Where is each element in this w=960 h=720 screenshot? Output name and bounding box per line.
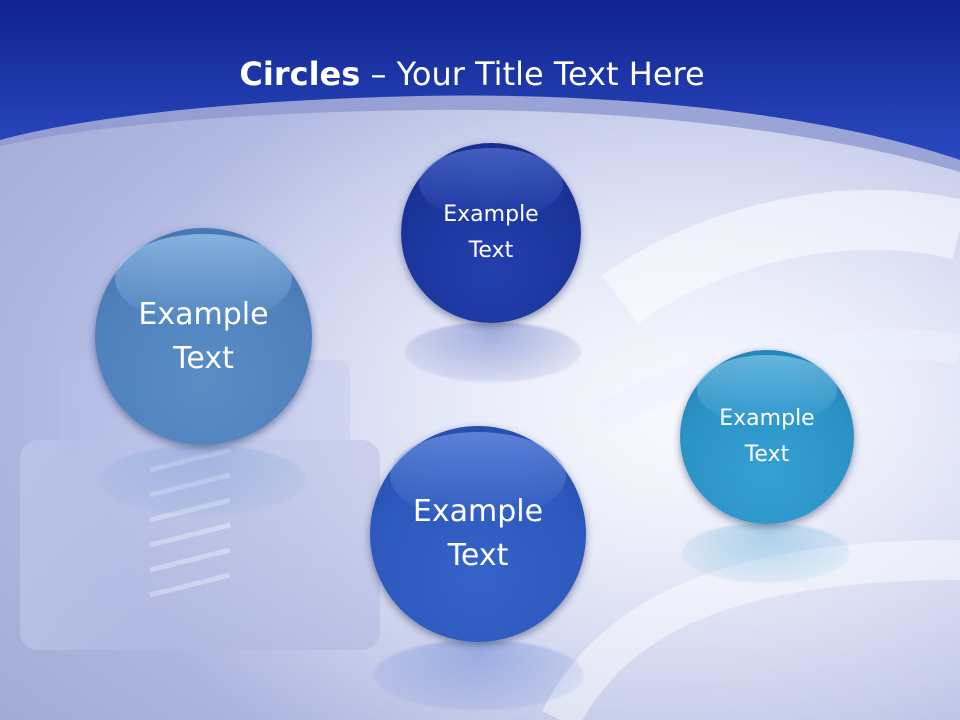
circle-label: Example Text xyxy=(719,406,815,467)
title-rest: – Your Title Text Here xyxy=(360,55,705,93)
circle-label: Example Text xyxy=(412,494,544,573)
circle-reflection xyxy=(405,322,581,382)
circle-reflection xyxy=(100,445,306,515)
circle-reflection xyxy=(374,640,584,710)
title-bold: Circles xyxy=(239,55,361,93)
circle-top[interactable]: Example Text xyxy=(401,143,581,323)
slide-title: Circles – Your Title Text Here xyxy=(0,52,944,96)
circle-bottom[interactable]: Example Text xyxy=(370,426,586,642)
circle-reflection xyxy=(682,523,850,583)
circle-left[interactable]: Example Text xyxy=(95,228,312,445)
circle-label: Example Text xyxy=(443,202,539,263)
header-band xyxy=(0,0,960,172)
circle-label: Example Text xyxy=(138,296,269,376)
circle-right[interactable]: Example Text xyxy=(680,350,854,524)
